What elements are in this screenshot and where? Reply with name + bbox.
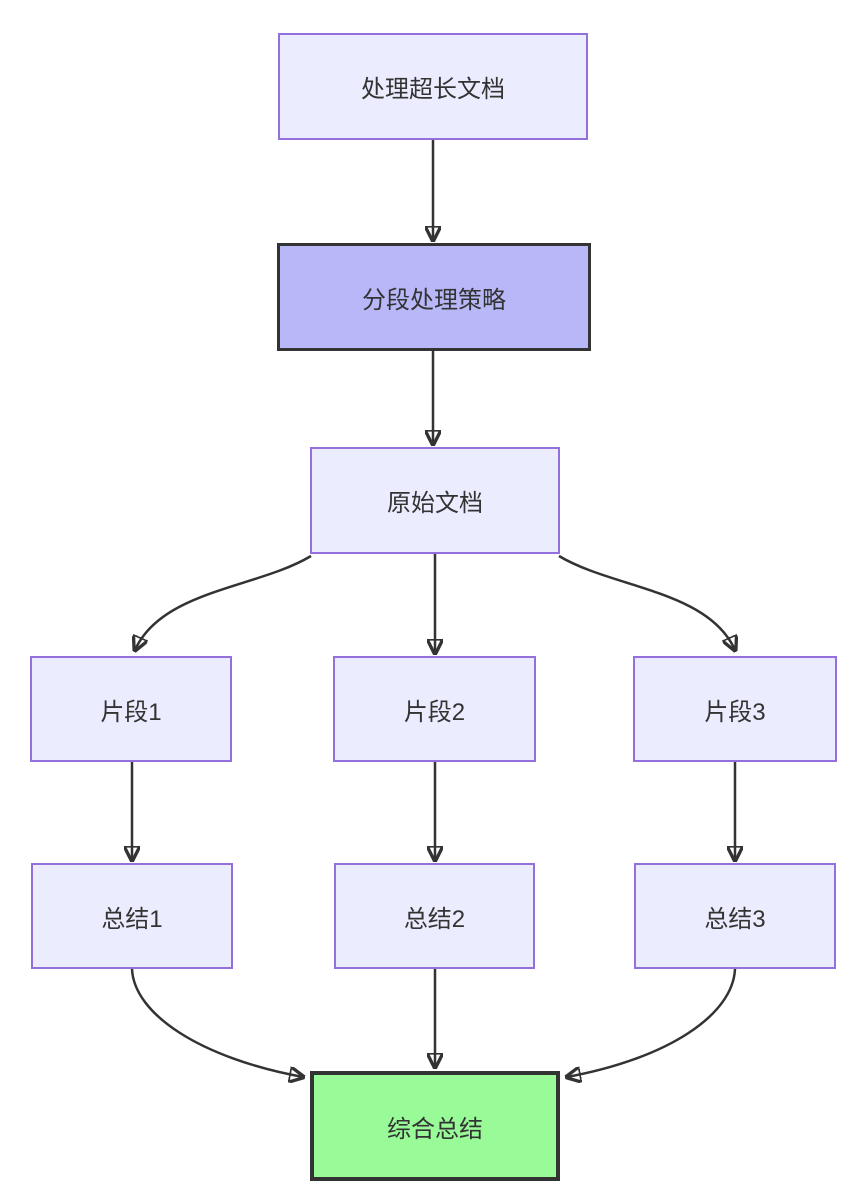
node-fragment-2: 片段2 (333, 656, 536, 762)
edge-summary1-to-final (130, 968, 303, 1077)
node-final-summary-label: 综合总结 (387, 1115, 483, 1143)
node-fragment-1-label: 片段1 (100, 698, 162, 726)
node-summary-2: 总结2 (334, 863, 535, 969)
node-process-long-doc: 处理超长文档 (278, 33, 588, 140)
node-summary-1-label: 总结1 (101, 905, 163, 933)
node-summary-1: 总结1 (31, 863, 233, 969)
node-final-summary: 综合总结 (310, 1071, 560, 1181)
node-summary-3: 总结3 (634, 863, 836, 969)
node-process-long-doc-label: 处理超长文档 (361, 76, 505, 103)
node-segmentation-strategy-label: 分段处理策略 (362, 286, 506, 314)
node-segmentation-strategy: 分段处理策略 (277, 243, 591, 351)
node-original-doc-label: 原始文档 (387, 490, 483, 517)
node-original-doc: 原始文档 (310, 447, 560, 554)
node-fragment-2-label: 片段2 (403, 698, 466, 726)
edge-original-to-fragment3 (558, 554, 735, 650)
node-summary-3-label: 总结3 (704, 905, 766, 933)
node-fragment-3-label: 片段3 (704, 698, 766, 726)
node-summary-2-label: 总结2 (403, 905, 466, 933)
edge-original-to-fragment1 (135, 554, 312, 650)
node-fragment-1: 片段1 (30, 656, 232, 762)
node-fragment-3: 片段3 (633, 656, 837, 762)
edge-summary3-to-final (567, 968, 737, 1077)
